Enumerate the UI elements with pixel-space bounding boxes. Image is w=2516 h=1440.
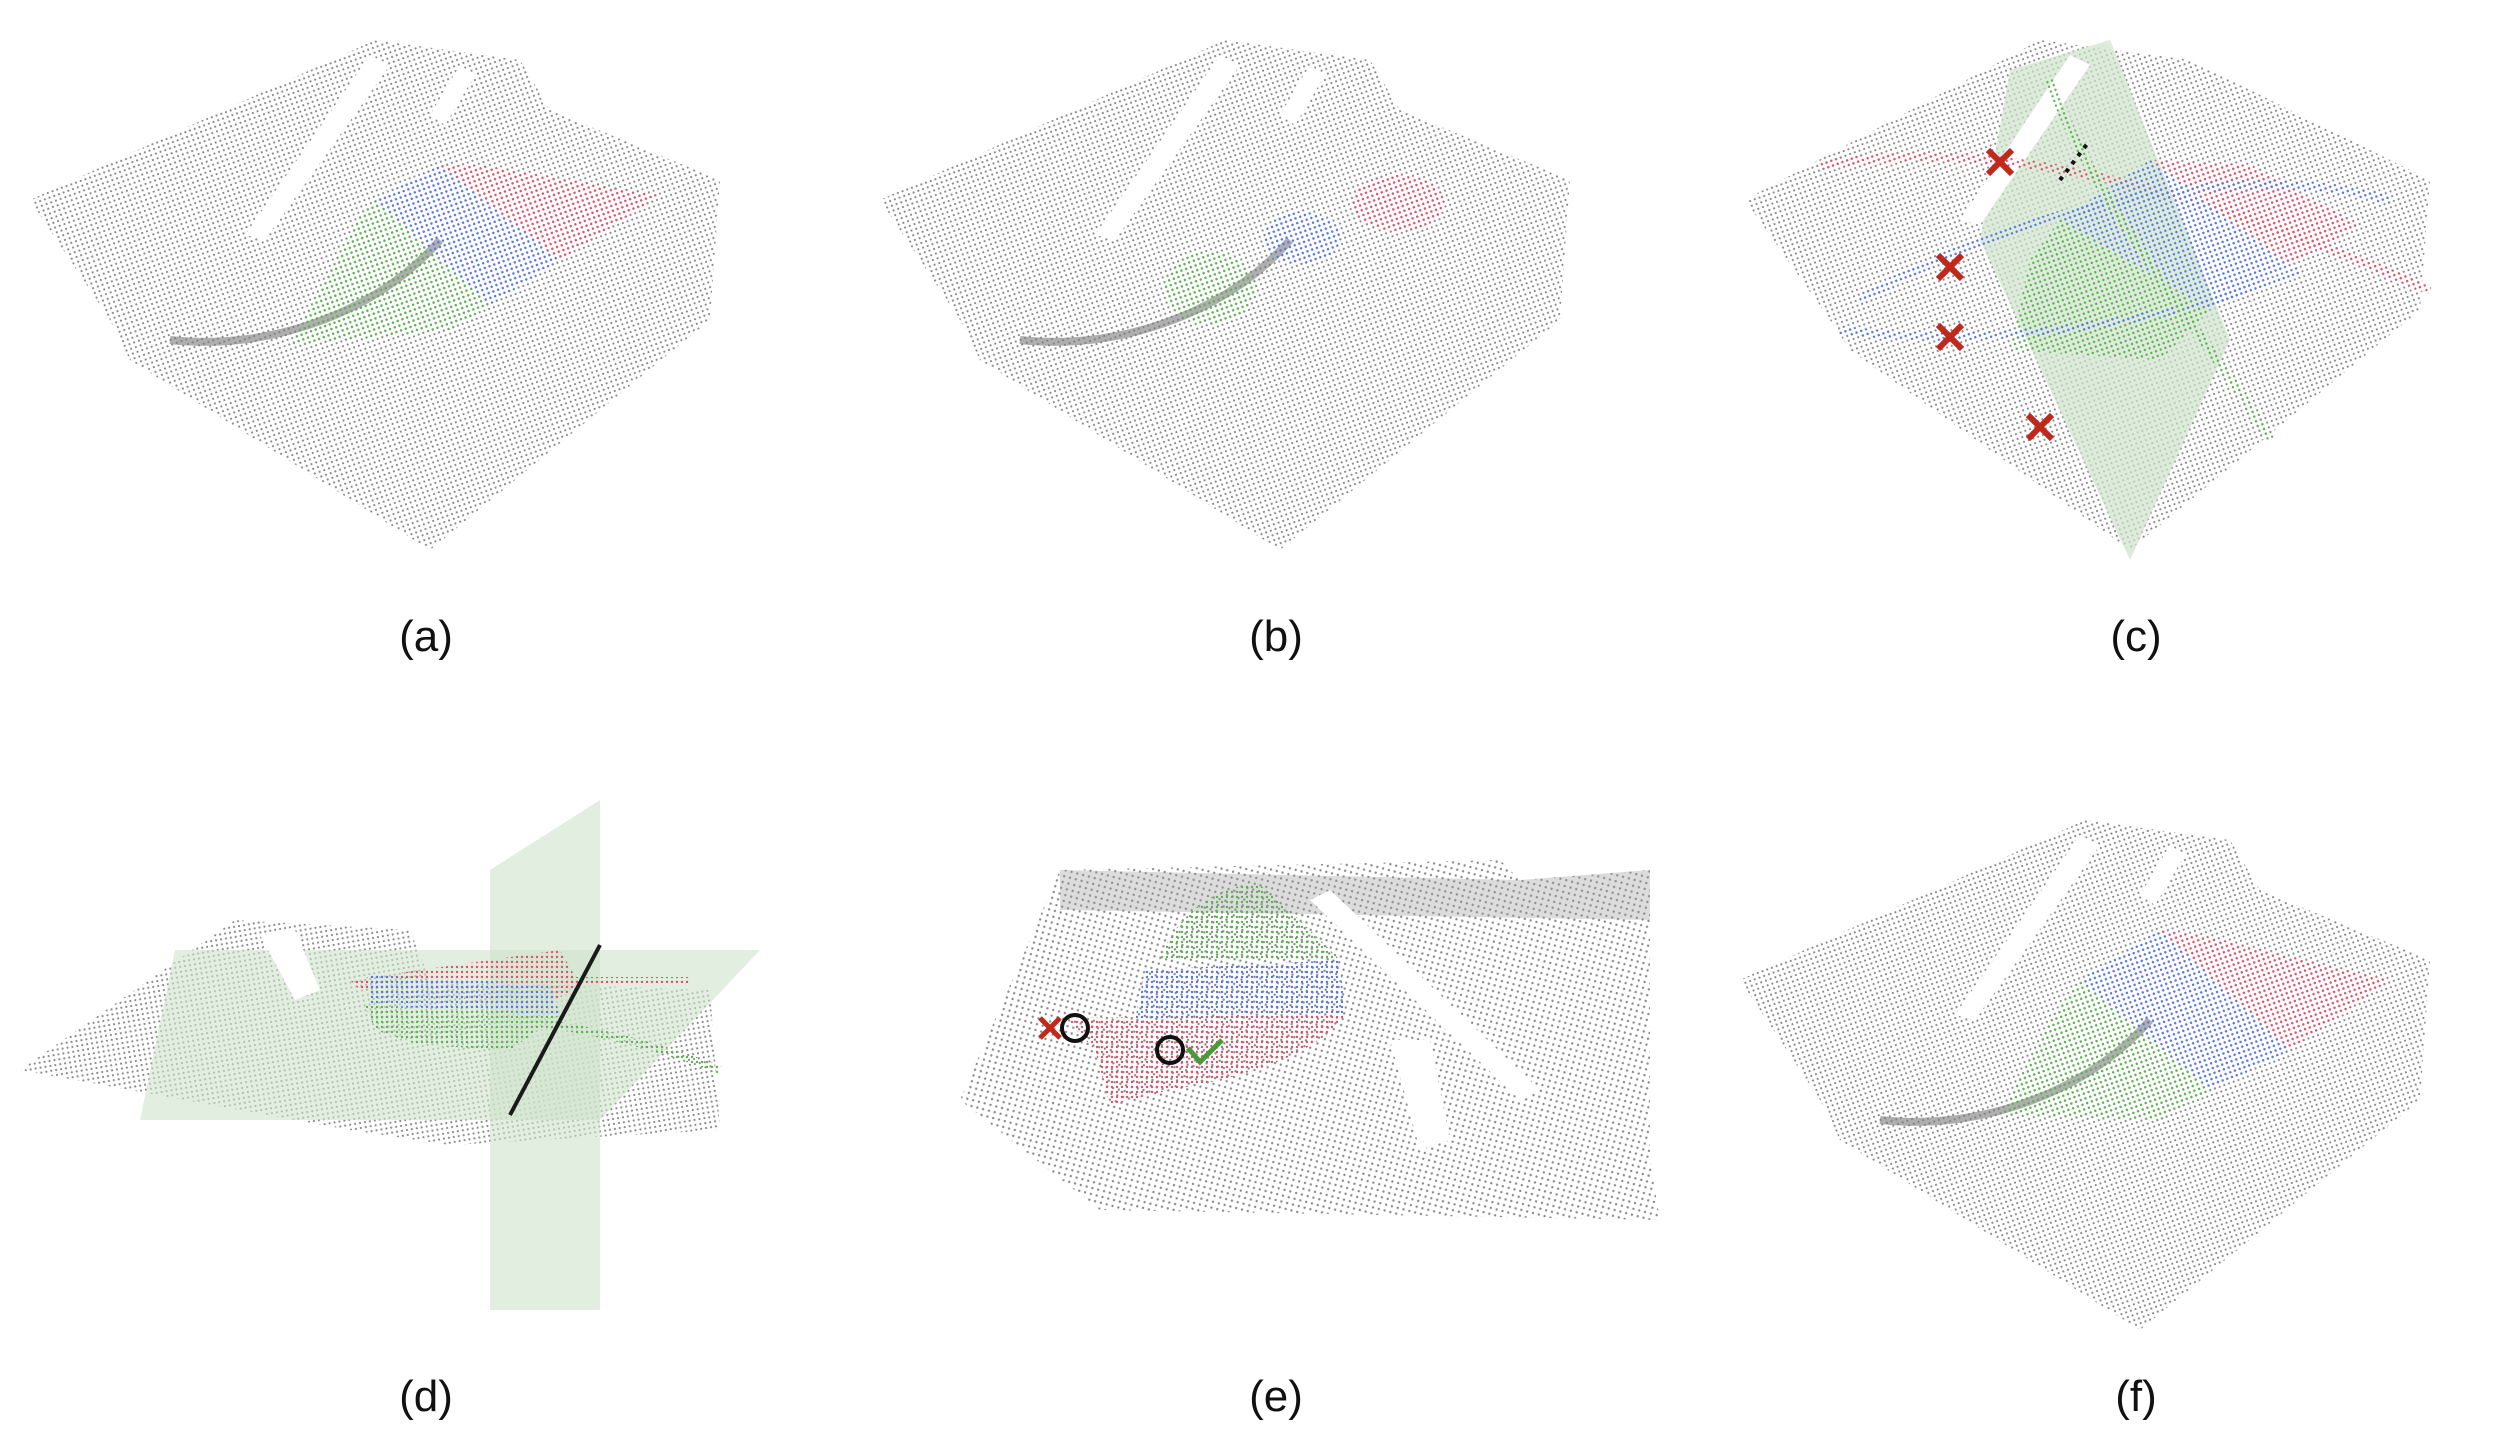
caption-d: (d) xyxy=(399,1372,453,1421)
point-cloud-d xyxy=(20,800,760,1310)
cross-marker-2 xyxy=(1935,252,1965,282)
dotted-line xyxy=(2058,138,2092,182)
slot-right xyxy=(1280,65,1325,125)
caption-a: (a) xyxy=(399,612,453,661)
cross-marker xyxy=(1038,1016,1062,1040)
slot-right xyxy=(2140,845,2185,905)
slot-lower xyxy=(1390,1040,1450,1150)
check-marker xyxy=(1186,1038,1224,1066)
slot-left xyxy=(260,930,320,1000)
blue-band-lower xyxy=(1839,266,2302,341)
segment-blue xyxy=(370,975,560,1015)
circle-marker-2 xyxy=(1155,1035,1185,1065)
point-cloud-f xyxy=(1740,820,2430,1330)
slot-left xyxy=(1095,55,1240,240)
segment-green xyxy=(2010,220,2210,360)
region-red xyxy=(1352,175,1444,231)
panel-f xyxy=(1730,800,2450,1340)
cross-marker-1 xyxy=(1985,147,2015,177)
panel-b xyxy=(870,20,1590,580)
caption-c: (c) xyxy=(2110,612,2162,661)
circle-marker-1 xyxy=(1060,1013,1090,1043)
caption-f: (f) xyxy=(2115,1372,2157,1421)
segment-green xyxy=(365,1005,560,1050)
region-green xyxy=(1164,252,1256,324)
panel-d xyxy=(20,790,760,1310)
segment-blue xyxy=(375,165,560,305)
cross-marker-4 xyxy=(2025,412,2055,442)
point-cloud-b xyxy=(880,40,1570,550)
slot-right xyxy=(430,65,475,125)
point-cloud-c xyxy=(1745,40,2432,560)
green-band xyxy=(2045,78,2274,443)
point-cloud-e xyxy=(960,860,1660,1220)
segment-red xyxy=(440,165,660,260)
segment-green xyxy=(1160,884,1340,960)
intersection-line xyxy=(508,944,602,1116)
green-band xyxy=(519,1016,722,1074)
panel-c xyxy=(1730,20,2450,580)
plane-green-vertical xyxy=(490,800,600,1310)
caption-b: (b) xyxy=(1249,612,1303,661)
segment-blue xyxy=(1135,960,1345,1020)
segment-blue xyxy=(2080,930,2290,1090)
blue-band xyxy=(1857,180,2392,304)
edge-shadow xyxy=(1019,237,1294,346)
slot-left xyxy=(245,55,390,240)
caption-e: (e) xyxy=(1249,1372,1303,1421)
cross-marker-3 xyxy=(1935,322,1965,352)
panel-e xyxy=(960,840,1680,1260)
segment-green xyxy=(2000,980,2210,1120)
slot-left xyxy=(1955,835,2100,1020)
segment-green xyxy=(290,200,490,345)
panel-a xyxy=(20,20,740,580)
region-blue xyxy=(1264,212,1340,264)
slot-right xyxy=(1310,890,1540,1100)
point-cloud-a xyxy=(30,40,720,550)
segment-red xyxy=(2160,930,2390,1050)
